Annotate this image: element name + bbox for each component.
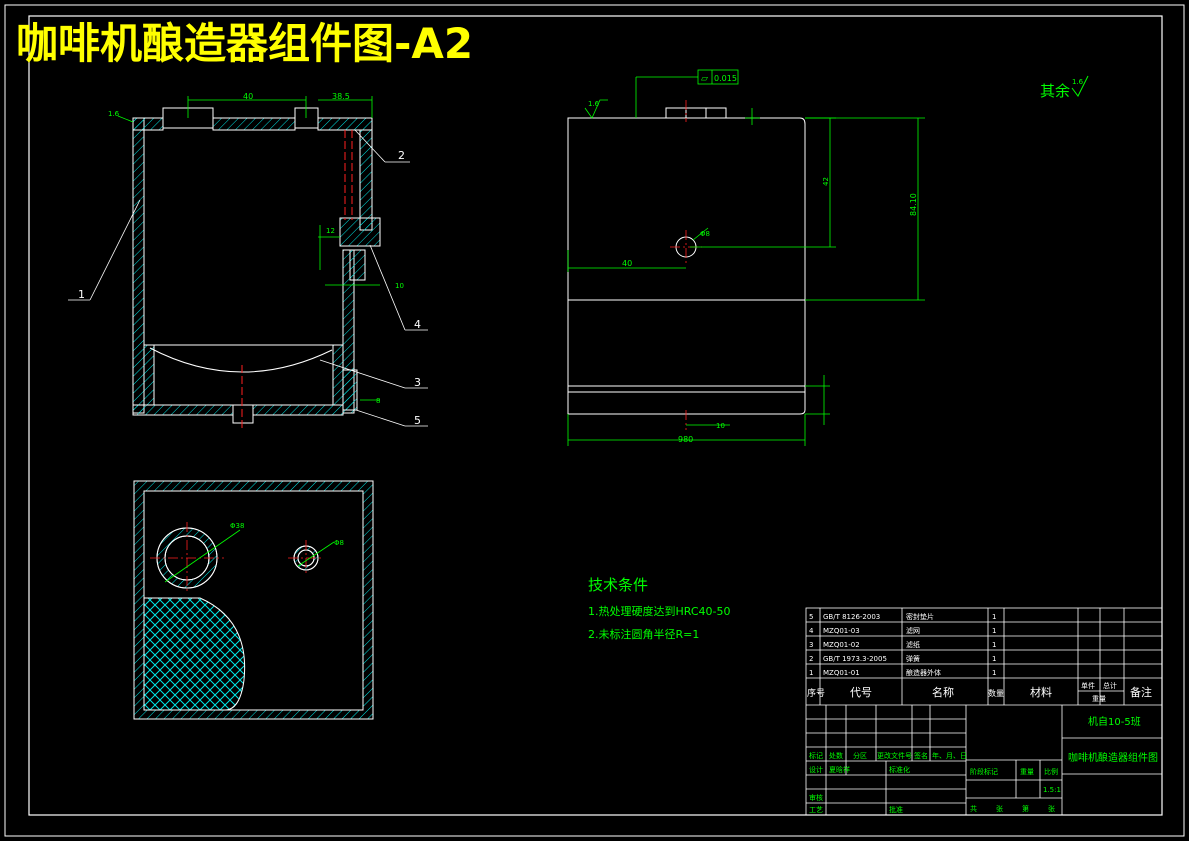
- bom-code: GB/T 8126-2003: [823, 613, 880, 621]
- outer-border: [4, 4, 1185, 837]
- tb-stage-mark: 阶段标记: [970, 767, 998, 776]
- tb-design: 设计: [809, 765, 823, 774]
- dim-d3: 8: [376, 397, 380, 405]
- bom-qty: 1: [992, 655, 996, 663]
- front-dimensions: [567, 69, 925, 446]
- hdr-code: 代号: [850, 686, 872, 699]
- roughness-left: 1.6: [108, 110, 120, 118]
- hdr-weight: 重量: [1092, 695, 1106, 703]
- drawing-title: 咖啡机酿造器组件图-A2: [16, 19, 473, 68]
- callout-4: 4: [414, 318, 421, 331]
- dim-height-total: 84.10: [909, 193, 918, 216]
- bom-code: GB/T 1973.3-2005: [823, 655, 887, 663]
- roughness-symbol-icon: [1071, 75, 1089, 97]
- bom-no: 3: [809, 641, 813, 649]
- callout-3: 3: [414, 376, 421, 389]
- bom-name: 密封垫片: [906, 612, 934, 621]
- tb-review: 审核: [809, 793, 823, 802]
- tb-page-unit: 张: [1048, 804, 1055, 813]
- tb-scale: 比例: [1044, 767, 1058, 776]
- tb-drawing-name: 咖啡机酿造器组件图: [1068, 751, 1158, 764]
- bom-name: 滤网: [906, 626, 920, 635]
- flatness-value: 0.015: [714, 74, 737, 83]
- bom-code: MZQ01-01: [823, 669, 860, 677]
- hdr-material: 材料: [1030, 685, 1052, 699]
- tb-docno: 更改文件号: [877, 751, 912, 760]
- tb-date: 年、月、日: [932, 751, 967, 760]
- title-block: 机自10-5班 咖啡机酿造器组件图 标记 处数 分区 更改文件号 签名 年、月、…: [809, 715, 1158, 814]
- dim-hole-dia: Φ8: [700, 230, 710, 238]
- dim-d2: 10: [395, 282, 404, 290]
- bom-no: 5: [809, 613, 813, 621]
- bom-rows: 5 GB/T 8126-2003 密封垫片 1 4 MZQ01-03 滤网 1 …: [809, 612, 996, 677]
- bom-qty: 1: [992, 627, 996, 635]
- tech-item-2: 2.未标注圆角半径R=1: [588, 627, 699, 641]
- bom-qty: 1: [992, 669, 996, 677]
- hdr-remark: 备注: [1130, 685, 1152, 699]
- roughness-top: 1.6: [588, 100, 600, 108]
- tb-process: 工艺: [809, 806, 823, 814]
- dim-big-hole: Φ38: [230, 522, 244, 530]
- tb-org: 机自10-5班: [1088, 715, 1141, 728]
- hdr-name: 名称: [932, 685, 954, 699]
- tb-weight: 重量: [1020, 768, 1034, 776]
- dim-top-right: 38.5: [332, 92, 350, 101]
- front-centerlines: [670, 100, 702, 430]
- dim-d1: 12: [326, 227, 335, 235]
- part-leaders: [68, 129, 428, 427]
- bom-name: 弹簧: [906, 654, 920, 663]
- bom-name: 滤纸: [906, 640, 920, 649]
- tb-sign: 签名: [914, 751, 928, 760]
- inner-border: [28, 15, 1163, 816]
- tb-standard: 标准化: [889, 765, 910, 774]
- hdr-unit: 单件: [1081, 681, 1095, 690]
- plan-dimensions: [164, 529, 335, 583]
- plan-view: [133, 480, 374, 720]
- hdr-no: 序号: [807, 687, 825, 699]
- dim-small-hole: Φ8: [334, 539, 344, 547]
- bom-no: 1: [809, 669, 813, 677]
- section-view: [132, 107, 381, 430]
- dim-top-width: 40: [243, 92, 253, 101]
- tb-zone: 分区: [853, 751, 867, 760]
- bom-no: 2: [809, 655, 813, 663]
- tb-mark: 标记: [809, 751, 823, 760]
- roughness-other-label: 其余: [1040, 82, 1070, 100]
- tech-heading: 技术条件: [588, 576, 648, 594]
- tb-page: 第: [1022, 804, 1029, 813]
- callout-1: 1: [78, 288, 85, 301]
- dim-width-total: 980: [678, 435, 693, 444]
- tb-designer: 夏晗祥: [829, 765, 850, 774]
- front-view: [567, 107, 806, 415]
- tech-item-1: 1.热处理硬度达到HRC40-50: [588, 604, 731, 618]
- bom-qty: 1: [992, 613, 996, 621]
- bom-code: MZQ01-03: [823, 627, 860, 635]
- dim-bottom-hole: 10: [716, 422, 725, 430]
- dim-left-offset: 40: [622, 259, 632, 268]
- bom-header: 序号 代号 名称 数量 材料 单件 总计 重量 备注: [807, 681, 1152, 703]
- hdr-qty: 数量: [988, 688, 1004, 698]
- plan-centerlines: [150, 522, 324, 594]
- roughness-other-value: 1.6: [1072, 78, 1084, 86]
- dim-height-upper: 42: [822, 177, 830, 186]
- tb-sheet-unit: 张: [996, 804, 1003, 813]
- bom-table: [805, 607, 1163, 816]
- bom-qty: 1: [992, 641, 996, 649]
- section-dimensions: [117, 96, 380, 401]
- tb-count: 处数: [829, 751, 843, 760]
- bom-no: 4: [809, 627, 814, 635]
- tb-approve: 批准: [889, 805, 903, 814]
- callout-2: 2: [398, 149, 405, 162]
- bom-code: MZQ01-02: [823, 641, 860, 649]
- tb-sheets: 共: [970, 804, 977, 813]
- flatness-icon: ▱: [701, 74, 708, 84]
- callout-5: 5: [414, 414, 421, 427]
- hdr-total: 总计: [1103, 681, 1117, 690]
- bom-name: 酿造器外体: [906, 668, 941, 677]
- tb-scale-value: 1.5:1: [1043, 786, 1061, 794]
